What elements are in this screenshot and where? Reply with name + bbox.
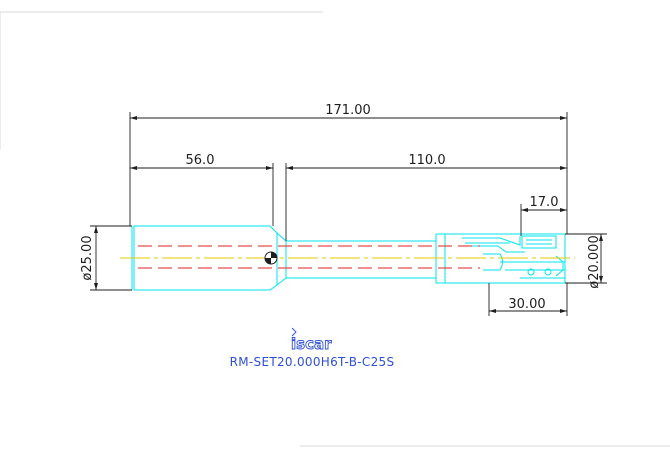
body-length-label: 110.0 (408, 153, 445, 168)
cut-diameter-label: ø20.000 (587, 235, 602, 288)
pocket-detail (462, 236, 521, 246)
clamp-slot (483, 253, 503, 271)
center-mark-icon (264, 251, 278, 265)
iscar-logo: iscar (291, 327, 333, 353)
pocket-detail-2 (462, 245, 525, 253)
hidden-lines (138, 245, 480, 269)
logo-text: iscar (291, 335, 332, 353)
tip-chamfer (555, 255, 564, 277)
shank-length-label: 56.0 (186, 153, 215, 168)
tip-length-label: 17.0 (530, 195, 559, 210)
neck-outline (276, 232, 287, 286)
head-lower-detail (500, 261, 565, 279)
dimension-lines (90, 112, 607, 316)
insert-outline (521, 235, 557, 249)
screw-hole-1 (527, 268, 535, 276)
logo-mark-icon (291, 327, 297, 337)
shank-diameter-label: ø25.00 (80, 235, 95, 280)
body-outline (286, 240, 437, 279)
overall-length-label: 171.00 (325, 103, 371, 118)
part-number: RM-SET20.000H6T-B-C25S (230, 355, 395, 369)
insert-detail (526, 239, 552, 245)
head-length-label: 30.00 (508, 297, 545, 312)
screw-hole-2 (544, 268, 552, 276)
